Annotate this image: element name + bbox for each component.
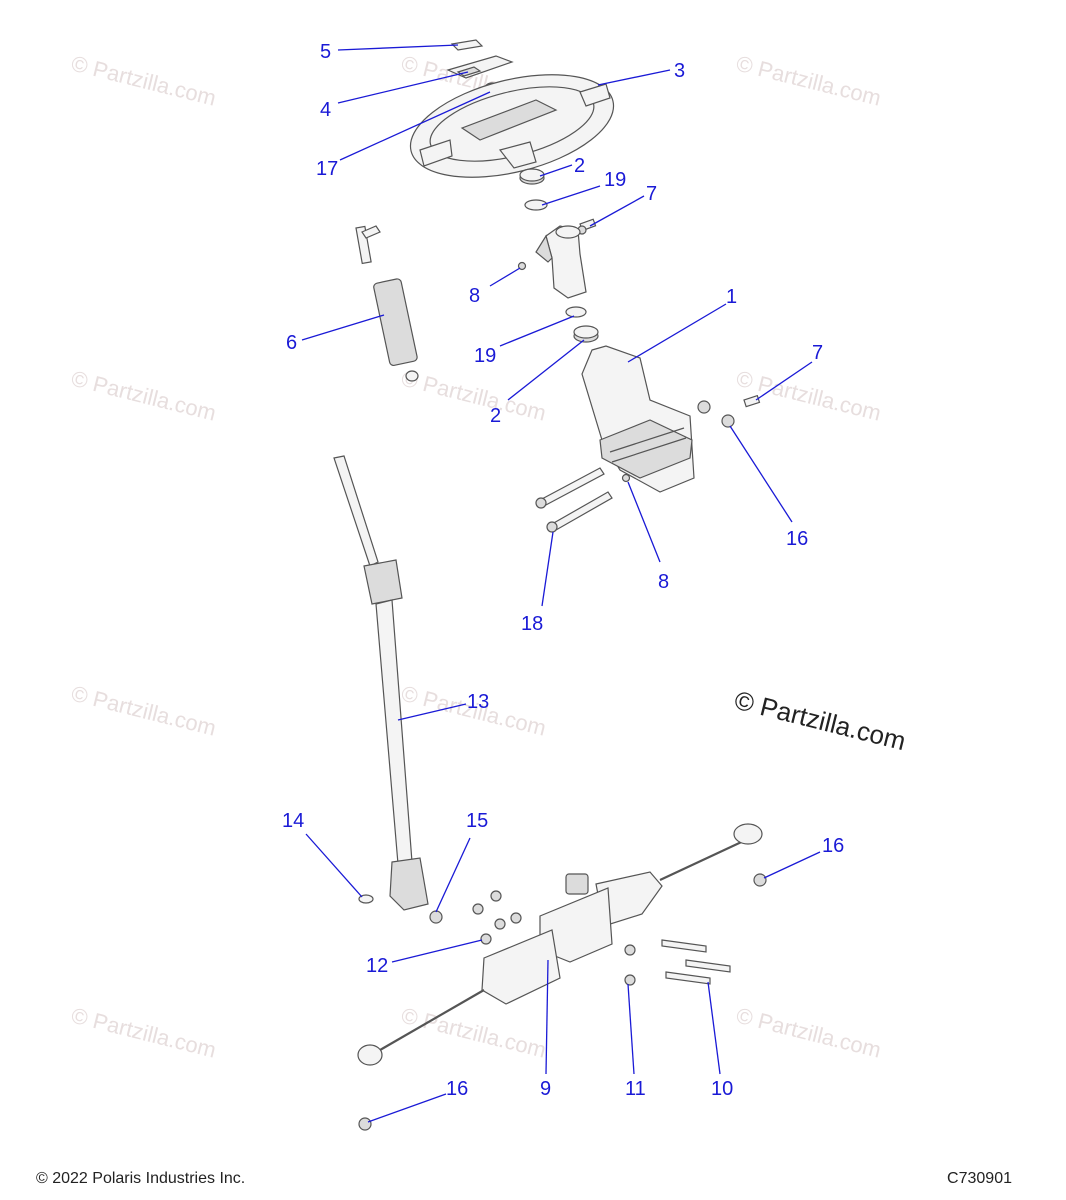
callout-1[interactable]: 1 (627, 286, 737, 363)
callout-5[interactable]: 5 (320, 41, 459, 63)
callout-6[interactable]: 6 (286, 314, 385, 354)
callout-17[interactable]: 17 (316, 91, 491, 180)
watermark: © Partzilla.com (69, 51, 219, 111)
svg-text:5: 5 (320, 41, 331, 63)
callout-16-upper[interactable]: 16 (729, 425, 808, 550)
callout-4[interactable]: 4 (320, 71, 469, 121)
callout-layer: 5 4 3 17 2 19 7 8 (282, 41, 844, 1123)
svg-text:8: 8 (469, 285, 480, 307)
svg-text:16: 16 (786, 528, 808, 550)
callout-11[interactable]: 11 (625, 983, 646, 1100)
svg-text:3: 3 (674, 60, 685, 82)
callout-7-upper[interactable]: 7 (589, 183, 657, 227)
watermark: © Partzilla.com (399, 1003, 549, 1063)
watermark: © Partzilla.com (734, 51, 884, 111)
watermark-large: © Partzilla.com (732, 685, 909, 756)
callout-16-bottom[interactable]: 16 (367, 1078, 468, 1123)
part-steering-shaft (333, 455, 429, 911)
svg-text:18: 18 (521, 613, 543, 635)
part-clip-14 (358, 894, 374, 904)
callout-19-upper[interactable]: 19 (541, 169, 626, 206)
watermark-layer: © Partzilla.com © Partzilla.com © Partzi… (69, 51, 909, 1063)
part-bolts-11 (624, 944, 636, 986)
part-emblem (450, 39, 484, 51)
watermark: © Partzilla.com (734, 1003, 884, 1063)
callout-13[interactable]: 13 (397, 691, 489, 721)
part-nut-16-bottom (358, 1117, 372, 1131)
watermark: © Partzilla.com (69, 1003, 219, 1063)
part-washer-19 (524, 199, 548, 211)
callout-10[interactable]: 10 (707, 981, 733, 1100)
callout-2-lower[interactable]: 2 (490, 339, 585, 427)
callout-19-lower[interactable]: 19 (474, 315, 575, 367)
part-bolt-7 (577, 218, 597, 235)
callout-14[interactable]: 14 (282, 810, 363, 898)
part-column-bracket (535, 225, 587, 299)
svg-text:11: 11 (625, 1078, 646, 1100)
svg-text:19: 19 (604, 169, 626, 191)
callout-16-right[interactable]: 16 (763, 835, 844, 879)
watermark: © Partzilla.com (69, 681, 219, 741)
svg-text:6: 6 (286, 332, 297, 354)
callout-8-lower[interactable]: 8 (627, 481, 669, 593)
part-bolt-7-lower (697, 394, 761, 414)
svg-text:13: 13 (467, 691, 489, 713)
svg-text:16: 16 (822, 835, 844, 857)
watermark: © Partzilla.com (69, 366, 219, 426)
svg-text:7: 7 (812, 342, 823, 364)
callout-12[interactable]: 12 (366, 939, 483, 977)
part-washer-19-lower (565, 306, 587, 318)
part-bolts-10 (661, 939, 731, 985)
part-nut-15 (429, 910, 443, 924)
callout-7-lower[interactable]: 7 (755, 342, 823, 401)
svg-text:10: 10 (711, 1078, 733, 1100)
svg-text:4: 4 (320, 99, 331, 121)
part-bushing-2 (519, 168, 545, 185)
part-nut-cluster (472, 890, 522, 945)
svg-text:2: 2 (490, 405, 501, 427)
watermark: © Partzilla.com (399, 366, 549, 426)
part-steering-wheel (409, 74, 615, 178)
svg-text:12: 12 (366, 955, 388, 977)
part-pin-8 (517, 261, 527, 271)
callout-8-upper[interactable]: 8 (469, 267, 521, 307)
part-bushing-2-lower (573, 325, 599, 343)
svg-text:19: 19 (474, 345, 496, 367)
callout-15[interactable]: 15 (435, 810, 488, 913)
callout-2-upper[interactable]: 2 (539, 155, 585, 177)
svg-text:16: 16 (446, 1078, 468, 1100)
svg-text:14: 14 (282, 810, 304, 832)
svg-text:15: 15 (466, 810, 488, 832)
part-nut-16 (721, 414, 735, 428)
part-mount-bracket (581, 345, 695, 493)
svg-text:17: 17 (316, 158, 338, 180)
part-bolts-18 (535, 467, 613, 533)
part-steering-rack (357, 823, 763, 1066)
parts-layer (333, 39, 767, 1131)
diagram-id: C730901 (947, 1170, 1012, 1187)
svg-text:9: 9 (540, 1078, 551, 1100)
callout-3[interactable]: 3 (597, 60, 685, 86)
callout-9[interactable]: 9 (540, 959, 551, 1100)
callout-18[interactable]: 18 (521, 531, 554, 635)
part-steering-damper (355, 225, 419, 382)
part-nut-16-right (753, 873, 767, 887)
svg-text:8: 8 (658, 571, 669, 593)
copyright-text: © 2022 Polaris Industries Inc. (36, 1170, 246, 1187)
part-pin-8-lower (621, 473, 631, 483)
svg-text:1: 1 (726, 286, 737, 308)
svg-text:2: 2 (574, 155, 585, 177)
svg-text:7: 7 (646, 183, 657, 205)
